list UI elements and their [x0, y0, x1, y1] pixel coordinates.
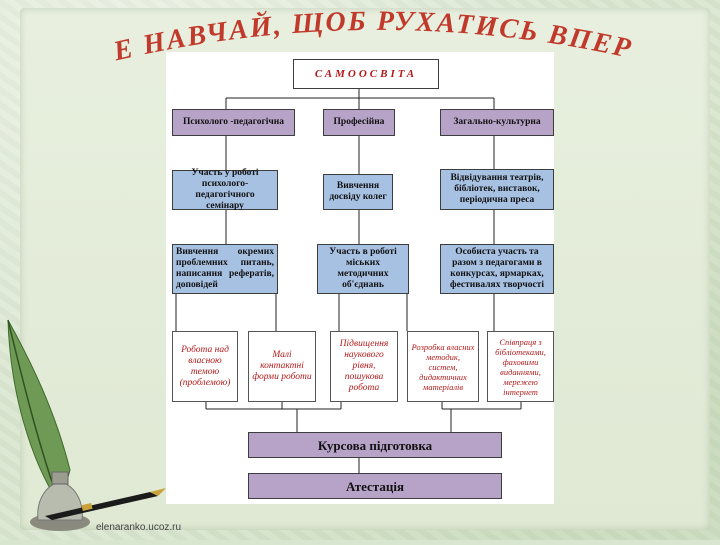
row3-scientific-level: Підвищення наукового рівня, пошукова роб… [330, 331, 398, 402]
course-training-box: Курсова підготовка [248, 432, 502, 458]
branch-psych-pedagogical: Психолого -педагогічна [172, 109, 295, 136]
row3-small-contact-forms: Малі контактні форми роботи [248, 331, 316, 402]
row3-libraries-internet: Співпраця з бібліотеками, фаховими видан… [487, 331, 554, 402]
footer-site-url: elenaranko.ucoz.ru [96, 522, 182, 533]
row2-problem-studies: Вивчення окремих проблемних питань, напи… [172, 244, 278, 294]
row2-contests-fairs: Особиста участь та разом з педагогами в … [440, 244, 554, 294]
row3-own-methods: Розробка власних методик, систем, дидакт… [407, 331, 479, 402]
row3-own-topic: Робота над власною темою (проблемою) [172, 331, 238, 402]
row1-colleague-experience: Вивчення досвіду колег [323, 174, 393, 210]
self-education-diagram: САМООСВІТА Психолого -педагогічна Профес… [166, 52, 554, 504]
branch-professional: Професійна [323, 109, 395, 136]
row2-methodical-associations: Участь в роботі міських методичних об'єд… [317, 244, 409, 294]
root-box-self-education: САМООСВІТА [293, 59, 439, 89]
fountain-pen-icon [40, 484, 170, 524]
row1-seminar: Участь у роботі психолого-педагогічного … [172, 168, 278, 211]
attestation-box: Атестація [248, 473, 502, 499]
connector-lines [175, 89, 522, 473]
branch-general-cultural: Загально-культурна [440, 109, 554, 136]
row1-theatres-libraries: Відвідування театрів, бібліотек, виставо… [440, 169, 554, 210]
